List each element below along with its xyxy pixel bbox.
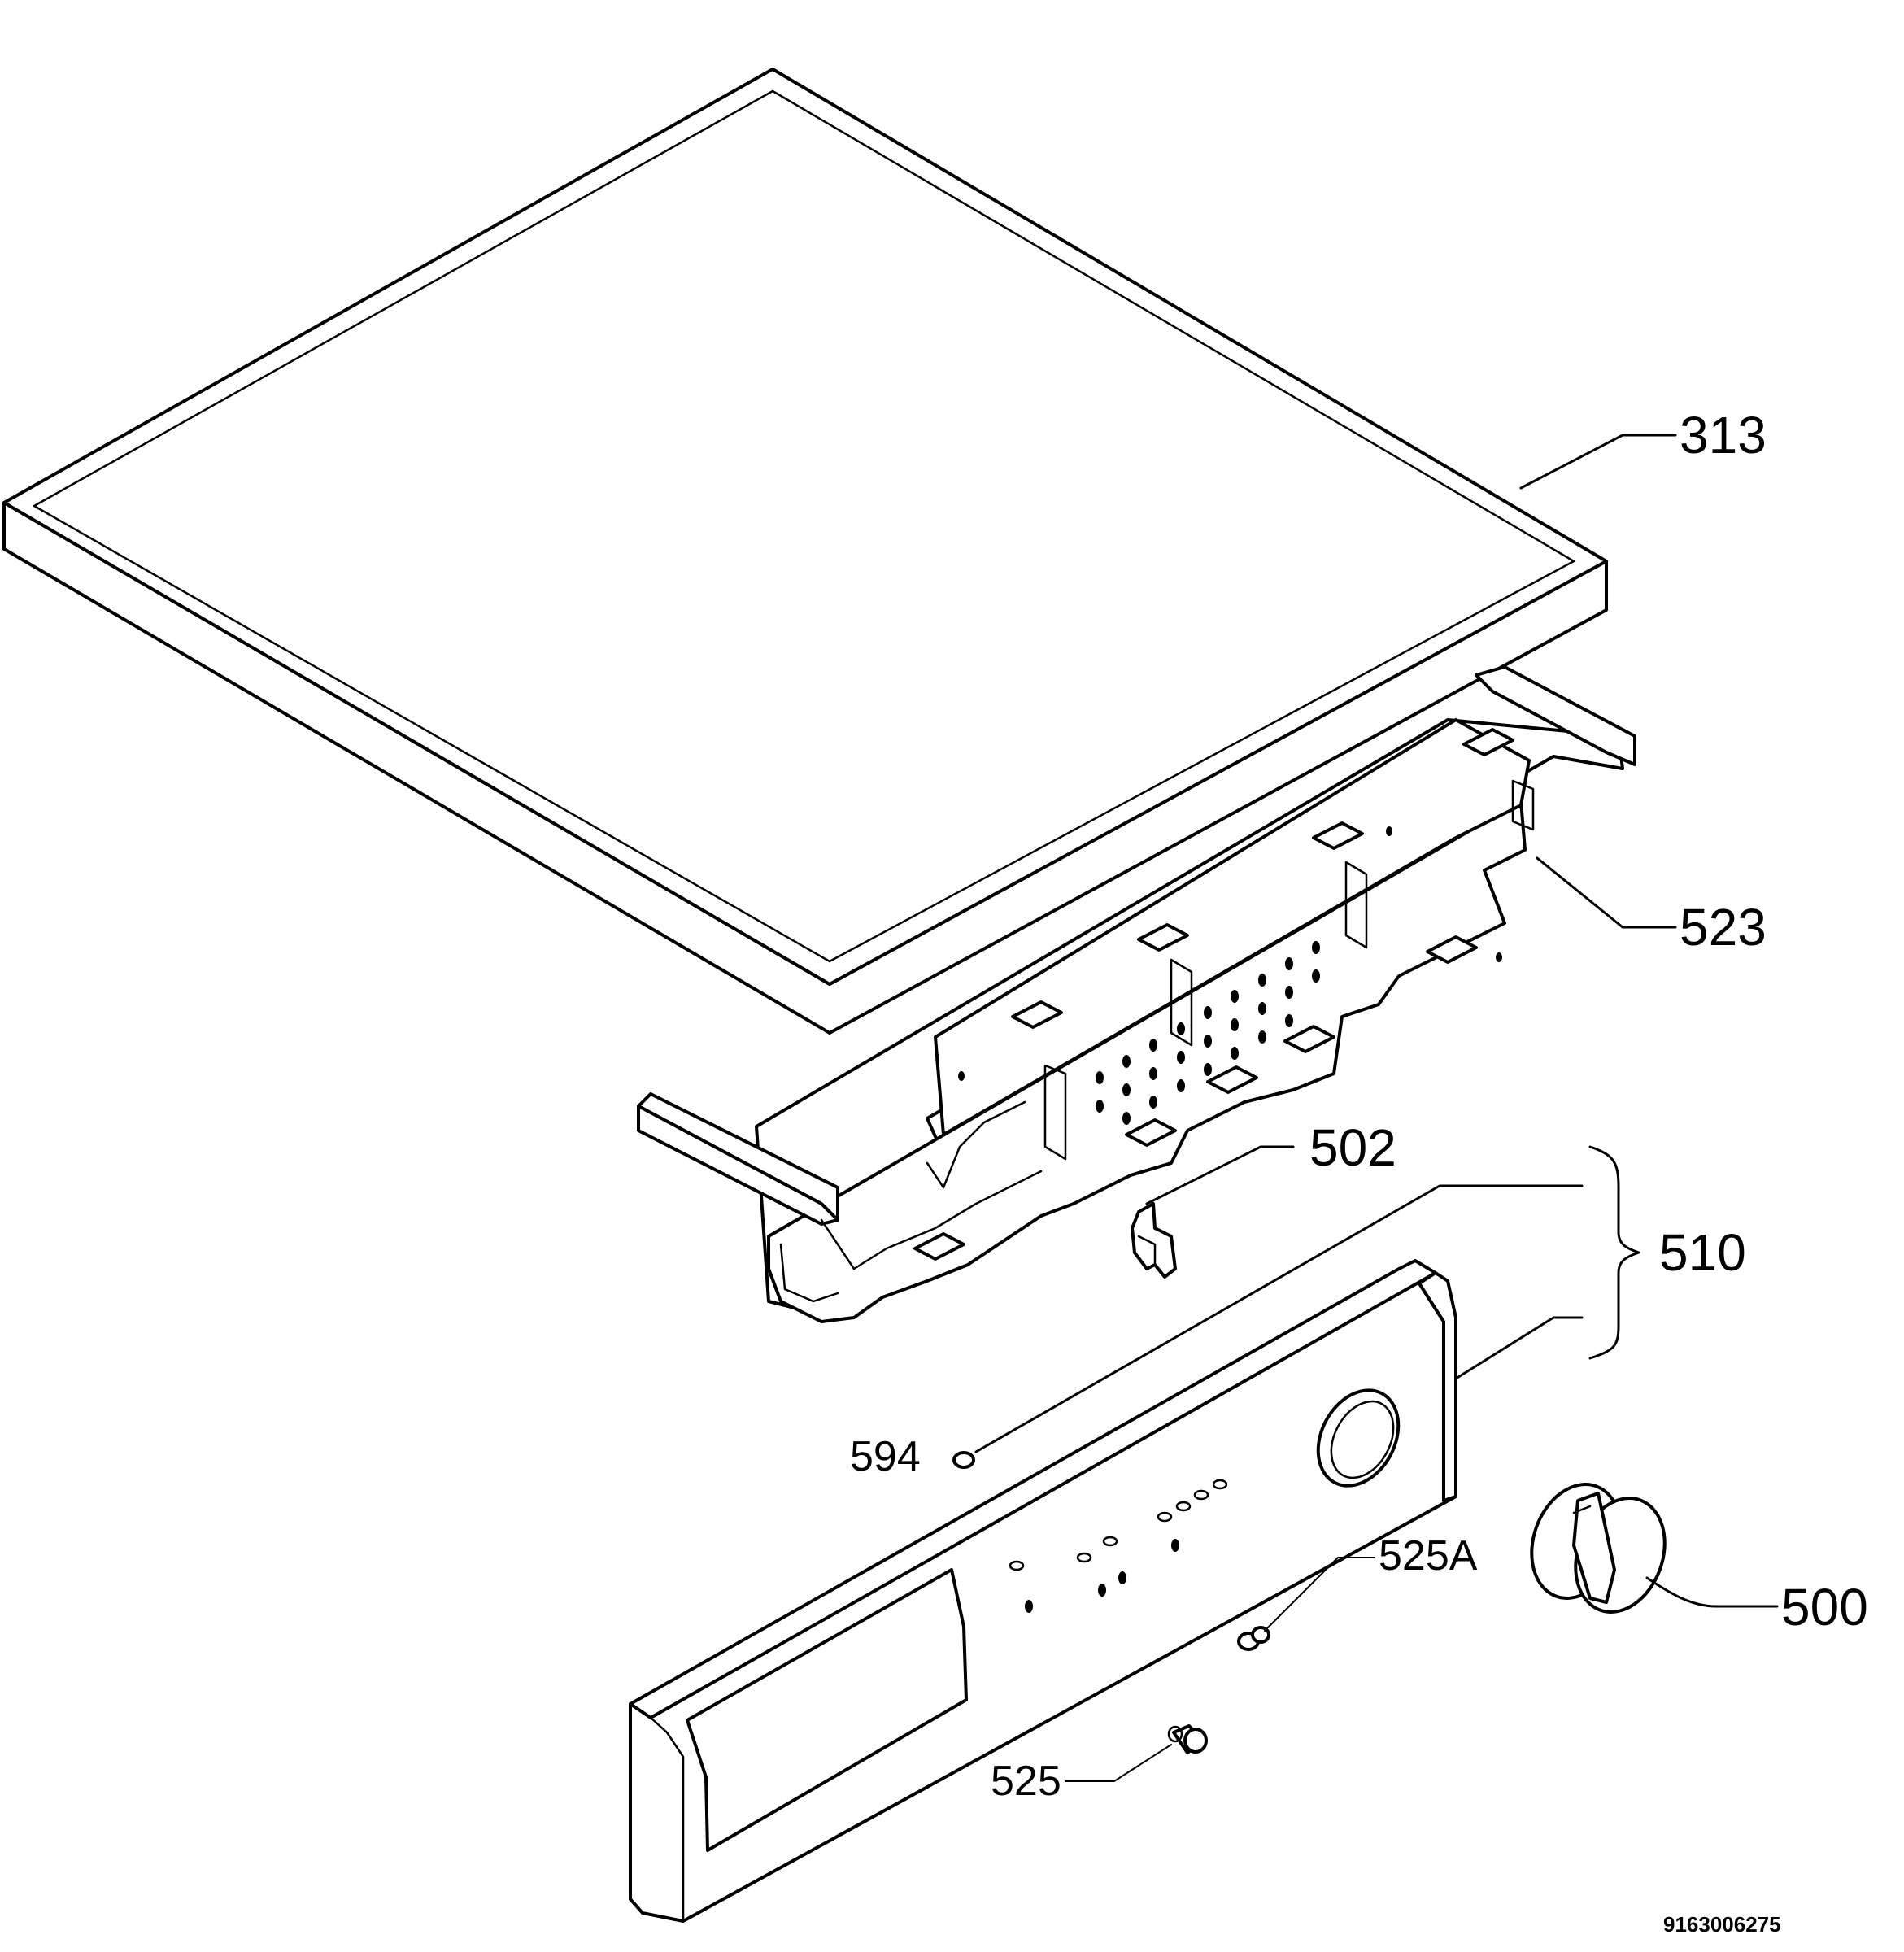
console-frame-part bbox=[637, 665, 1636, 1323]
callout-523: 523 bbox=[1680, 898, 1767, 956]
clip-part bbox=[1131, 1202, 1177, 1279]
pin-part bbox=[952, 1451, 975, 1469]
callout-500: 500 bbox=[1781, 1578, 1868, 1636]
callout-525: 525 bbox=[991, 1758, 1061, 1805]
callout-313: 313 bbox=[1680, 406, 1767, 464]
callout-510: 510 bbox=[1659, 1223, 1746, 1282]
callout-labels: 313 523 502 510 594 525A 500 525 bbox=[850, 406, 1868, 1805]
top-cover-part bbox=[2, 68, 1608, 1035]
callout-594: 594 bbox=[850, 1433, 921, 1480]
knob-part bbox=[1530, 1483, 1667, 1614]
leader-lines bbox=[974, 434, 1779, 1782]
button-525-part bbox=[1167, 1724, 1208, 1754]
perforation-holes bbox=[958, 826, 1502, 1125]
vent-slots bbox=[913, 728, 1514, 1261]
button-holes bbox=[1009, 1479, 1228, 1613]
callout-525a: 525A bbox=[1379, 1532, 1478, 1579]
control-panel-fascia-part bbox=[629, 1259, 1457, 1923]
callout-502: 502 bbox=[1309, 1118, 1396, 1177]
document-number: 9163006275 bbox=[1663, 1912, 1781, 1937]
